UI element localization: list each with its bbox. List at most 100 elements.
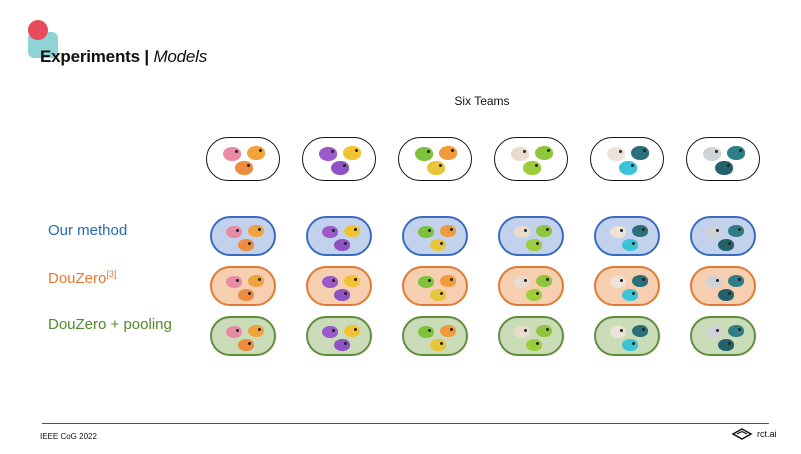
yellow-axie-icon bbox=[344, 225, 360, 237]
team-lineup-4 bbox=[494, 137, 568, 181]
dzp-team-4-pill bbox=[498, 316, 564, 356]
teal-axie-icon bbox=[718, 289, 734, 301]
pink-axie-icon bbox=[226, 326, 242, 338]
teal-axie-icon bbox=[728, 275, 744, 287]
green-axie-icon bbox=[418, 326, 434, 338]
ours-team-3-pill bbox=[402, 216, 468, 256]
teal-axie-icon bbox=[632, 275, 648, 287]
gray-axie-icon bbox=[706, 276, 722, 288]
footer-divider bbox=[42, 423, 769, 424]
teal-axie-icon bbox=[632, 225, 648, 237]
purple-axie-icon bbox=[319, 147, 337, 161]
purple-axie-icon bbox=[322, 226, 338, 238]
footer-conference: IEEE CoG 2022 bbox=[40, 432, 97, 441]
teal-axie-icon bbox=[727, 146, 745, 160]
orange-axie-icon bbox=[248, 225, 264, 237]
dz-team-5-pill bbox=[594, 266, 660, 306]
teal-axie-icon bbox=[728, 225, 744, 237]
gray-axie-icon bbox=[706, 226, 722, 238]
team-lineup-2 bbox=[302, 137, 376, 181]
row-label-dzp: DouZero + pooling bbox=[48, 316, 172, 333]
green-axie-icon bbox=[526, 339, 542, 351]
gray-axie-icon bbox=[703, 147, 721, 161]
dzp-team-6-pill bbox=[690, 316, 756, 356]
dzp-team-3-pill bbox=[402, 316, 468, 356]
dzp-team-1-pill bbox=[210, 316, 276, 356]
green-axie-icon bbox=[526, 289, 542, 301]
team-lineup-5 bbox=[590, 137, 664, 181]
purple-axie-icon bbox=[322, 326, 338, 338]
teal-axie-icon bbox=[718, 339, 734, 351]
purple-axie-icon bbox=[322, 276, 338, 288]
purple-axie-icon bbox=[334, 239, 350, 251]
pink-axie-icon bbox=[223, 147, 241, 161]
purple-axie-icon bbox=[331, 161, 349, 175]
white-axie-icon bbox=[511, 147, 529, 161]
purple-axie-icon bbox=[334, 339, 350, 351]
white-axie-icon bbox=[610, 276, 626, 288]
cyan-axie-icon bbox=[619, 161, 637, 175]
ours-team-5-pill bbox=[594, 216, 660, 256]
yellow-axie-icon bbox=[344, 275, 360, 287]
brand-label: rct.ai bbox=[757, 429, 777, 439]
green-axie-icon bbox=[418, 226, 434, 238]
orange-axie-icon bbox=[247, 146, 265, 160]
orange-axie-icon bbox=[440, 275, 456, 287]
cyan-axie-icon bbox=[622, 339, 638, 351]
green-axie-icon bbox=[536, 325, 552, 337]
yellow-axie-icon bbox=[430, 289, 446, 301]
white-axie-icon bbox=[514, 326, 530, 338]
orange-axie-icon bbox=[238, 239, 254, 251]
ours-team-4-pill bbox=[498, 216, 564, 256]
yellow-axie-icon bbox=[344, 325, 360, 337]
six-teams-heading: Six Teams bbox=[0, 94, 801, 108]
yellow-axie-icon bbox=[343, 146, 361, 160]
green-axie-icon bbox=[535, 146, 553, 160]
purple-axie-icon bbox=[334, 289, 350, 301]
cyan-axie-icon bbox=[622, 289, 638, 301]
orange-axie-icon bbox=[440, 225, 456, 237]
dz-team-2-pill bbox=[306, 266, 372, 306]
green-axie-icon bbox=[415, 147, 433, 161]
ours-team-2-pill bbox=[306, 216, 372, 256]
team-lineup-3 bbox=[398, 137, 472, 181]
pink-axie-icon bbox=[226, 226, 242, 238]
white-axie-icon bbox=[514, 226, 530, 238]
dz-team-3-pill bbox=[402, 266, 468, 306]
ours-team-1-pill bbox=[210, 216, 276, 256]
orange-axie-icon bbox=[238, 289, 254, 301]
orange-axie-icon bbox=[440, 325, 456, 337]
team-lineup-1 bbox=[206, 137, 280, 181]
green-axie-icon bbox=[536, 275, 552, 287]
dz-team-6-pill bbox=[690, 266, 756, 306]
yellow-axie-icon bbox=[430, 239, 446, 251]
orange-axie-icon bbox=[248, 275, 264, 287]
green-axie-icon bbox=[526, 239, 542, 251]
dzp-team-2-pill bbox=[306, 316, 372, 356]
gray-axie-icon bbox=[706, 326, 722, 338]
white-axie-icon bbox=[514, 276, 530, 288]
teal-axie-icon bbox=[718, 239, 734, 251]
pink-axie-icon bbox=[226, 276, 242, 288]
orange-axie-icon bbox=[235, 161, 253, 175]
orange-axie-icon bbox=[439, 146, 457, 160]
cyan-axie-icon bbox=[622, 239, 638, 251]
yellow-axie-icon bbox=[430, 339, 446, 351]
orange-axie-icon bbox=[248, 325, 264, 337]
dz-team-1-pill bbox=[210, 266, 276, 306]
row-label-ours: Our method bbox=[48, 222, 127, 239]
footer-brand: rct.ai bbox=[731, 428, 777, 440]
row-label-dz: DouZero[3] bbox=[48, 269, 116, 287]
dzp-team-5-pill bbox=[594, 316, 660, 356]
green-axie-icon bbox=[536, 225, 552, 237]
white-axie-icon bbox=[610, 326, 626, 338]
teal-axie-icon bbox=[715, 161, 733, 175]
white-axie-icon bbox=[610, 226, 626, 238]
green-axie-icon bbox=[523, 161, 541, 175]
white-axie-icon bbox=[607, 147, 625, 161]
teal-axie-icon bbox=[728, 325, 744, 337]
orange-axie-icon bbox=[238, 339, 254, 351]
ours-team-6-pill bbox=[690, 216, 756, 256]
teal-axie-icon bbox=[631, 146, 649, 160]
teal-axie-icon bbox=[632, 325, 648, 337]
